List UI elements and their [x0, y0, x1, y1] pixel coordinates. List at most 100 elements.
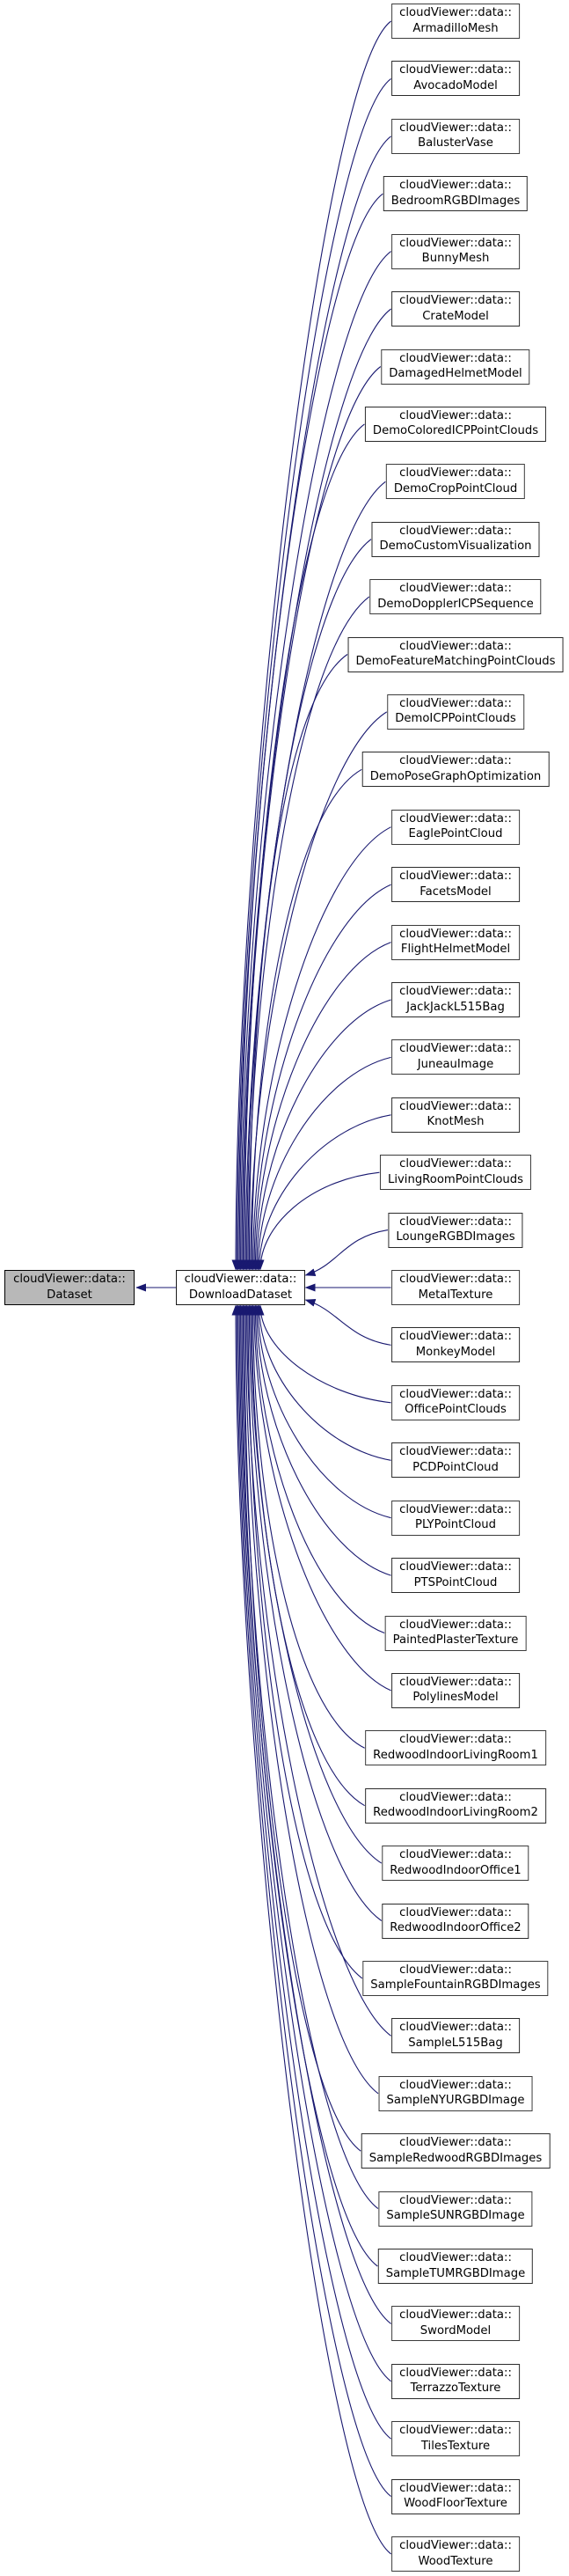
class-namespace: cloudViewer::data:: [399, 1330, 512, 1344]
derived-class-node[interactable]: cloudViewer::data::RedwoodIndoorOffice1 [382, 1846, 529, 1882]
derived-class-node[interactable]: cloudViewer::data::PLYPointCloud [391, 1500, 520, 1536]
derived-class-node[interactable]: cloudViewer::data::CrateModel [391, 291, 520, 327]
class-name: DemoCropPointCloud [393, 481, 518, 495]
class-name: DemoCustomVisualization [379, 539, 532, 554]
class-namespace: cloudViewer::data:: [399, 1675, 512, 1689]
class-namespace: cloudViewer::data:: [399, 524, 512, 538]
class-namespace: cloudViewer::data:: [399, 2308, 512, 2323]
derived-class-node[interactable]: cloudViewer::data::DemoCropPointCloud [385, 464, 526, 500]
class-name: WoodFloorTexture [404, 2497, 507, 2511]
class-name: DemoColoredICPPointClouds [372, 424, 539, 438]
class-name: PLYPointCloud [414, 1518, 497, 1532]
derived-class-node[interactable]: cloudViewer::data::SampleNYURGBDImage [378, 2075, 533, 2111]
derived-class-node[interactable]: cloudViewer::data::OfficePointClouds [391, 1384, 520, 1420]
derived-class-node[interactable]: cloudViewer::data::MetalTexture [391, 1270, 520, 1305]
inheritance-edge [250, 884, 391, 1271]
inheritance-edge [256, 1171, 380, 1271]
derived-class-node[interactable]: cloudViewer::data::TilesTexture [391, 2421, 520, 2457]
class-name: FlightHelmetModel [400, 943, 511, 957]
derived-class-node[interactable]: cloudViewer::data::SampleRedwoodRGBDImag… [361, 2133, 551, 2169]
derived-class-node[interactable]: cloudViewer::data::PTSPointCloud [391, 1558, 520, 1594]
derived-class-node[interactable]: cloudViewer::data::BalusterVase [391, 118, 520, 154]
hub-class-node-downloaddataset[interactable]: cloudViewer::data:: DownloadDataset [176, 1270, 305, 1305]
class-namespace: cloudViewer::data:: [399, 1790, 512, 1804]
derived-class-node[interactable]: cloudViewer::data::SwordModel [391, 2306, 520, 2342]
derived-class-node[interactable]: cloudViewer::data::PolylinesModel [391, 1672, 520, 1708]
derived-class-node[interactable]: cloudViewer::data::DemoFeatureMatchingPo… [347, 636, 564, 672]
class-name: AvocadoModel [413, 78, 498, 92]
derived-class-node[interactable]: cloudViewer::data::LivingRoomPointClouds [379, 1155, 532, 1191]
derived-class-node[interactable]: cloudViewer::data::RedwoodIndoorOffice2 [382, 1903, 529, 1939]
class-namespace: cloudViewer::data:: [399, 2424, 512, 2438]
derived-class-node[interactable]: cloudViewer::data::PCDPointCloud [391, 1442, 520, 1479]
derived-class-node[interactable]: cloudViewer::data::TerrazzoTexture [391, 2363, 520, 2399]
class-name: DemoICPPointClouds [395, 712, 516, 726]
class-name: KnotMesh [427, 1115, 485, 1129]
derived-class-node[interactable]: cloudViewer::data::RedwoodIndoorLivingRo… [365, 1787, 546, 1824]
derived-class-node[interactable]: cloudViewer::data::SampleTUMRGBDImage [377, 2249, 534, 2284]
class-name: MetalTexture [418, 1288, 493, 1302]
class-namespace: cloudViewer::data:: [399, 870, 512, 884]
class-name: WoodTexture [418, 2554, 493, 2568]
derived-class-node[interactable]: cloudViewer::data::BedroomRGBDImages [383, 176, 529, 212]
derived-class-node[interactable]: cloudViewer::data::RedwoodIndoorLivingRo… [365, 1730, 546, 1766]
inheritance-edge [234, 136, 391, 1271]
derived-class-node[interactable]: cloudViewer::data::DemoCustomVisualizati… [371, 521, 540, 557]
class-namespace: cloudViewer::data:: [399, 1099, 512, 1113]
inheritance-edge [241, 481, 386, 1271]
inheritance-edge [238, 366, 382, 1271]
derived-class-node[interactable]: cloudViewer::data::KnotMesh [391, 1097, 520, 1133]
inheritance-edge [304, 1229, 389, 1276]
class-namespace: cloudViewer::data:: [13, 1273, 126, 1286]
class-namespace: cloudViewer::data:: [399, 1733, 512, 1747]
class-name: ArmadilloMesh [412, 21, 499, 35]
class-namespace: cloudViewer::data:: [399, 927, 512, 941]
derived-class-node[interactable]: cloudViewer::data::WoodTexture [391, 2536, 520, 2572]
inheritance-edge [244, 1304, 383, 1921]
derived-class-node[interactable]: cloudViewer::data::LoungeRGBDImages [388, 1212, 523, 1248]
inheritance-edge [235, 1304, 391, 2382]
inheritance-edge [237, 251, 391, 1271]
inheritance-edge [240, 1304, 361, 2152]
class-name: JackJackL515Bag [406, 1000, 505, 1014]
inheritance-edge [253, 1056, 391, 1271]
class-namespace: cloudViewer::data:: [399, 1618, 512, 1632]
derived-class-node[interactable]: cloudViewer::data::DemoICPPointClouds [387, 694, 524, 730]
class-name: SampleFountainRGBDImages [370, 1978, 541, 1993]
class-name: FacetsModel [419, 884, 492, 899]
class-name: PTSPointCloud [413, 1575, 498, 1589]
class-name: RedwoodIndoorLivingRoom2 [373, 1806, 538, 1820]
inheritance-edge [252, 1304, 391, 1576]
inheritance-edge [253, 1304, 391, 1519]
derived-class-node[interactable]: cloudViewer::data::MonkeyModel [391, 1327, 520, 1363]
class-namespace: cloudViewer::data:: [184, 1273, 297, 1286]
derived-class-node[interactable]: cloudViewer::data::FacetsModel [391, 867, 520, 903]
inheritance-edge [244, 654, 348, 1271]
derived-class-node[interactable]: cloudViewer::data::AvocadoModel [391, 61, 520, 97]
inheritance-edge [234, 1304, 391, 2440]
class-namespace: cloudViewer::data:: [399, 2251, 512, 2264]
class-namespace: cloudViewer::data:: [399, 985, 512, 998]
derived-class-node[interactable]: cloudViewer::data::JuneauImage [391, 1039, 520, 1075]
class-namespace: cloudViewer::data:: [399, 236, 512, 250]
derived-class-node[interactable]: cloudViewer::data::SampleSUNRGBDImage [378, 2191, 533, 2227]
derived-class-node[interactable]: cloudViewer::data::BunnyMesh [391, 233, 520, 269]
derived-class-node[interactable]: cloudViewer::data::EaglePointCloud [391, 809, 520, 845]
class-namespace: cloudViewer::data:: [399, 1560, 512, 1574]
derived-class-node[interactable]: cloudViewer::data::SampleFountainRGBDIma… [362, 1960, 549, 1996]
class-namespace: cloudViewer::data:: [399, 696, 512, 710]
class-name: MonkeyModel [415, 1345, 496, 1359]
derived-class-node[interactable]: cloudViewer::data::DemoPoseGraphOptimiza… [361, 752, 550, 788]
derived-class-node[interactable]: cloudViewer::data::JackJackL515Bag [391, 982, 520, 1017]
class-name: BedroomRGBDImages [390, 194, 521, 208]
derived-class-node[interactable]: cloudViewer::data::DemoDopplerICPSequenc… [369, 579, 542, 615]
derived-class-node[interactable]: cloudViewer::data::PaintedPlasterTexture [384, 1615, 527, 1651]
class-name: TerrazzoTexture [410, 2382, 501, 2396]
derived-class-node[interactable]: cloudViewer::data::DemoColoredICPPointCl… [364, 406, 547, 442]
derived-class-node[interactable]: cloudViewer::data::WoodFloorTexture [391, 2478, 520, 2514]
derived-class-node[interactable]: cloudViewer::data::ArmadilloMesh [391, 4, 520, 39]
derived-class-node[interactable]: cloudViewer::data::FlightHelmetModel [391, 924, 520, 960]
derived-class-node[interactable]: cloudViewer::data::DamagedHelmetModel [381, 349, 530, 385]
inheritance-edge [247, 768, 362, 1271]
derived-class-node[interactable]: cloudViewer::data::SampleL515Bag [391, 2018, 520, 2054]
